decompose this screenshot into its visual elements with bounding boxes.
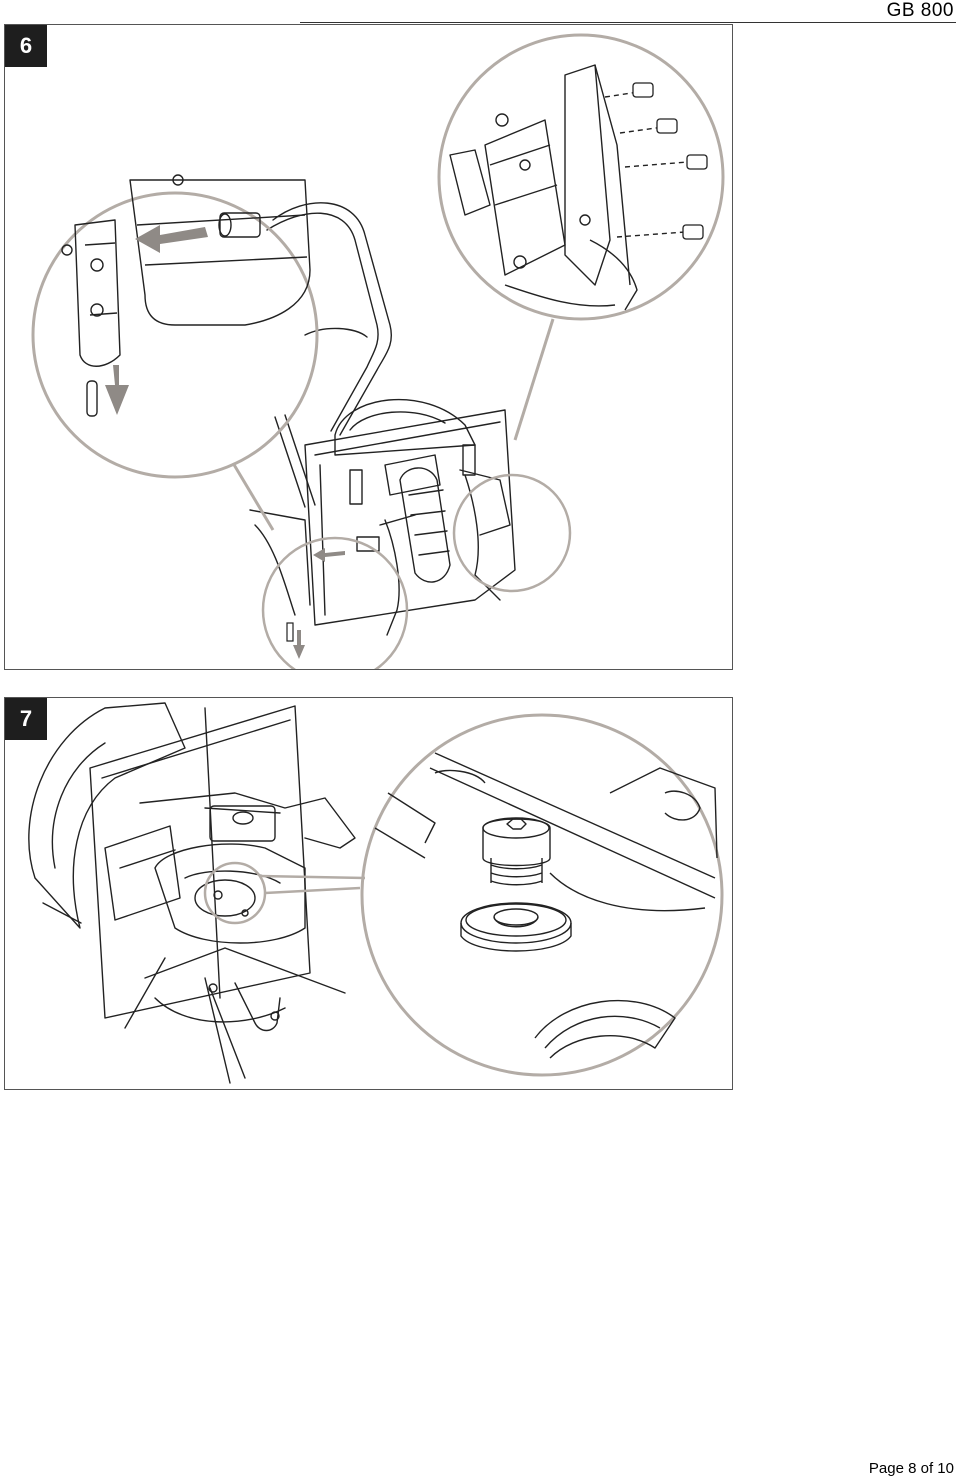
header-rule bbox=[300, 22, 956, 23]
arrow-left bbox=[105, 225, 208, 415]
step-7-badge: 7 bbox=[5, 698, 47, 740]
gearbox-plug-detail-illustration bbox=[28, 702, 724, 1084]
figure-7-panel: 7 bbox=[4, 697, 733, 1090]
callout-right bbox=[437, 33, 725, 441]
callout-plug-detail bbox=[360, 713, 724, 1077]
figure-6-panel: 6 bbox=[4, 24, 733, 670]
callout-left bbox=[31, 191, 319, 531]
page-number: Page 8 of 10 bbox=[868, 1460, 954, 1477]
step-6-badge: 6 bbox=[5, 25, 47, 67]
tiller-blade-mounting-illustration bbox=[31, 33, 725, 669]
document-title: GB 800 bbox=[886, 0, 954, 21]
